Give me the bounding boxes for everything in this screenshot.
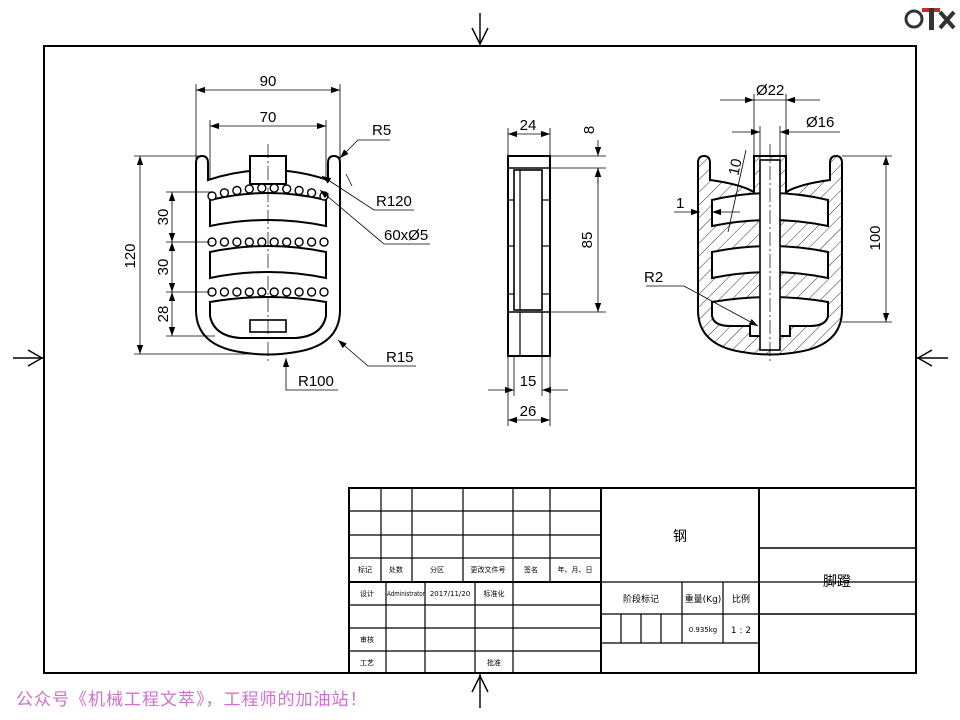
hole-0-0 — [207, 191, 217, 201]
hole-0-2 — [232, 185, 242, 196]
weight-label: 重量(Kg) — [685, 593, 722, 605]
stage-label: 阶段标记 — [623, 593, 659, 605]
side-view-dim-text: 24 8 85 15 26 — [520, 117, 598, 420]
section-view — [697, 144, 843, 362]
hole-2-2 — [232, 287, 242, 297]
logo — [904, 8, 956, 30]
hole-0-4 — [257, 183, 267, 193]
rev-header-mark: 标记 — [358, 565, 372, 574]
dim-holes: 60xØ5 — [384, 227, 428, 244]
hole-1-2 — [232, 237, 242, 247]
front-view-dimensions — [134, 84, 430, 391]
dim-r120: R120 — [376, 193, 412, 210]
hole-1-6 — [282, 237, 292, 247]
standardization-label: 标准化 — [484, 589, 505, 598]
hole-1-5 — [269, 237, 279, 247]
hole-0-7 — [294, 185, 304, 196]
scale-label: 比例 — [732, 593, 750, 605]
hole-2-3 — [244, 287, 255, 297]
dim-70: 70 — [260, 109, 277, 126]
rev-header-zone: 分区 — [430, 565, 444, 574]
front-view-dim-text: 90 70 R5 R120 60xØ5 R15 R100 120 30 30 2… — [122, 73, 428, 390]
side-view — [507, 155, 551, 357]
centering-marks — [13, 13, 948, 708]
title-block — [348, 487, 917, 674]
dim-angle-10: 10 — [726, 157, 746, 177]
hole-1-1 — [219, 237, 230, 247]
sheet-border — [43, 45, 917, 674]
process-label: 工艺 — [360, 659, 374, 667]
design-label: 设计 — [360, 589, 374, 598]
review-label: 审核 — [360, 635, 374, 644]
front-view — [195, 144, 341, 362]
dim-1: 1 — [676, 195, 684, 212]
hole-0-3 — [244, 184, 255, 194]
material: 钢 — [673, 529, 687, 545]
dim-8: 8 — [581, 126, 598, 134]
designer-name: Administrator — [387, 590, 425, 598]
dim-15: 15 — [520, 373, 537, 390]
dim-90: 90 — [260, 73, 277, 90]
dim-r5: R5 — [372, 122, 391, 139]
dim-d22: Ø22 — [756, 82, 784, 99]
hole-2-6 — [282, 287, 292, 297]
section-view-dimensions — [646, 94, 892, 327]
design-date: 2017/11/20 — [430, 590, 470, 598]
hole-2-1 — [219, 287, 230, 297]
dim-100: 100 — [867, 225, 884, 250]
dim-r2: R2 — [644, 269, 663, 286]
hole-1-3 — [244, 237, 255, 247]
title-block-text: 标记 处数 分区 更改文件号 签名 年、月、日 设计 Administrator… — [358, 529, 851, 667]
hole-2-8 — [306, 287, 317, 297]
watermark-text: 公众号《机械工程文萃》，工程师的加油站！ — [16, 690, 368, 710]
front-view-holes — [207, 183, 329, 297]
dim-30a: 30 — [155, 209, 172, 226]
hole-1-4 — [257, 237, 267, 247]
hole-2-7 — [294, 287, 304, 297]
hole-2-9 — [319, 287, 329, 297]
dim-30b: 30 — [155, 259, 172, 276]
rev-header-doc: 更改文件号 — [471, 565, 506, 574]
hole-2-4 — [257, 287, 267, 297]
hole-0-5 — [269, 183, 279, 193]
weight-value: 0.935kg — [689, 626, 718, 634]
dim-d16: Ø16 — [806, 114, 834, 131]
hole-1-9 — [319, 237, 329, 247]
hole-1-7 — [294, 237, 304, 247]
rev-header-sign: 签名 — [524, 565, 538, 574]
dim-r15: R15 — [386, 349, 414, 366]
hole-0-1 — [219, 188, 230, 198]
hole-2-5 — [269, 287, 279, 297]
dim-85: 85 — [579, 232, 596, 249]
dim-120: 120 — [122, 243, 139, 268]
dim-24: 24 — [520, 117, 537, 134]
hole-0-6 — [282, 184, 292, 194]
scale-value: 1 : 2 — [731, 626, 751, 636]
hole-0-8 — [306, 188, 317, 198]
dim-26: 26 — [520, 403, 537, 420]
dim-r100: R100 — [298, 373, 334, 390]
section-view-dim-text: Ø22 Ø16 10 1 100 R2 — [644, 82, 884, 286]
part-name: 脚蹬 — [823, 574, 851, 590]
hole-1-8 — [306, 237, 317, 247]
rev-header-count: 处数 — [389, 565, 403, 574]
approve-label: 批准 — [487, 658, 501, 667]
dim-28: 28 — [155, 306, 172, 323]
side-view-dimensions — [488, 128, 606, 426]
rev-header-date: 年、月、日 — [558, 565, 593, 574]
